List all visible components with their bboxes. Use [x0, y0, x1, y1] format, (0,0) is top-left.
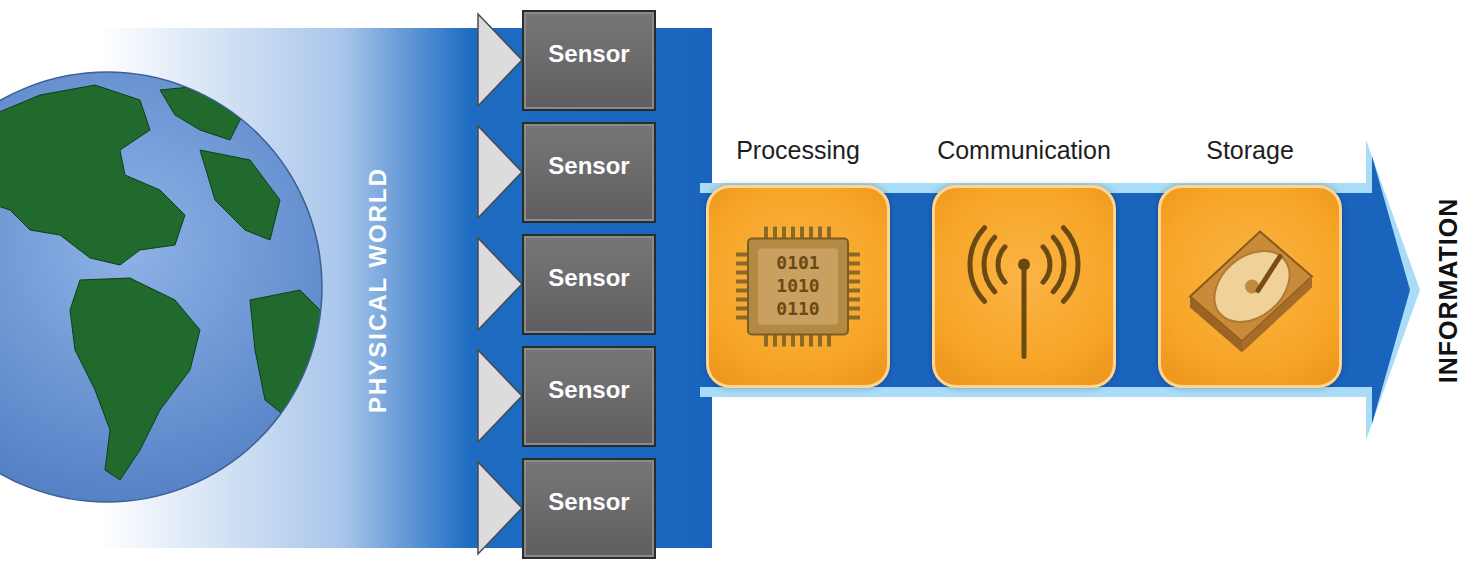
sensor-label: Sensor — [548, 152, 629, 180]
sensor-label: Sensor — [548, 40, 629, 68]
sensor-box: Sensor — [522, 10, 656, 111]
region-label: PHYSICAL WORLD — [364, 167, 392, 413]
disk-icon — [1161, 188, 1339, 385]
flow-arrow — [700, 140, 1420, 440]
chip-digits: 0110 — [776, 298, 819, 319]
sensor-label: Sensor — [548, 488, 629, 516]
sensor-box: Sensor — [522, 122, 656, 223]
stage-heading: Communication — [937, 136, 1111, 165]
chip-digits: 0101 — [776, 252, 819, 273]
globe — [0, 72, 330, 502]
sensor-box: Sensor — [522, 346, 656, 447]
sensor-label: Sensor — [548, 376, 629, 404]
stage-heading: Processing — [736, 136, 860, 165]
sensor-box: Sensor — [522, 234, 656, 335]
sensor-label: Sensor — [548, 264, 629, 292]
stage-box: Storage — [1158, 185, 1342, 388]
antenna-icon — [935, 188, 1113, 385]
chip-digits: 1010 — [776, 275, 819, 296]
stage-heading: Storage — [1206, 136, 1294, 165]
sensor-horns — [478, 14, 522, 554]
stage-box: Communication — [932, 185, 1116, 388]
sensor-box: Sensor — [522, 458, 656, 559]
output-label: INFORMATION — [1434, 197, 1463, 383]
